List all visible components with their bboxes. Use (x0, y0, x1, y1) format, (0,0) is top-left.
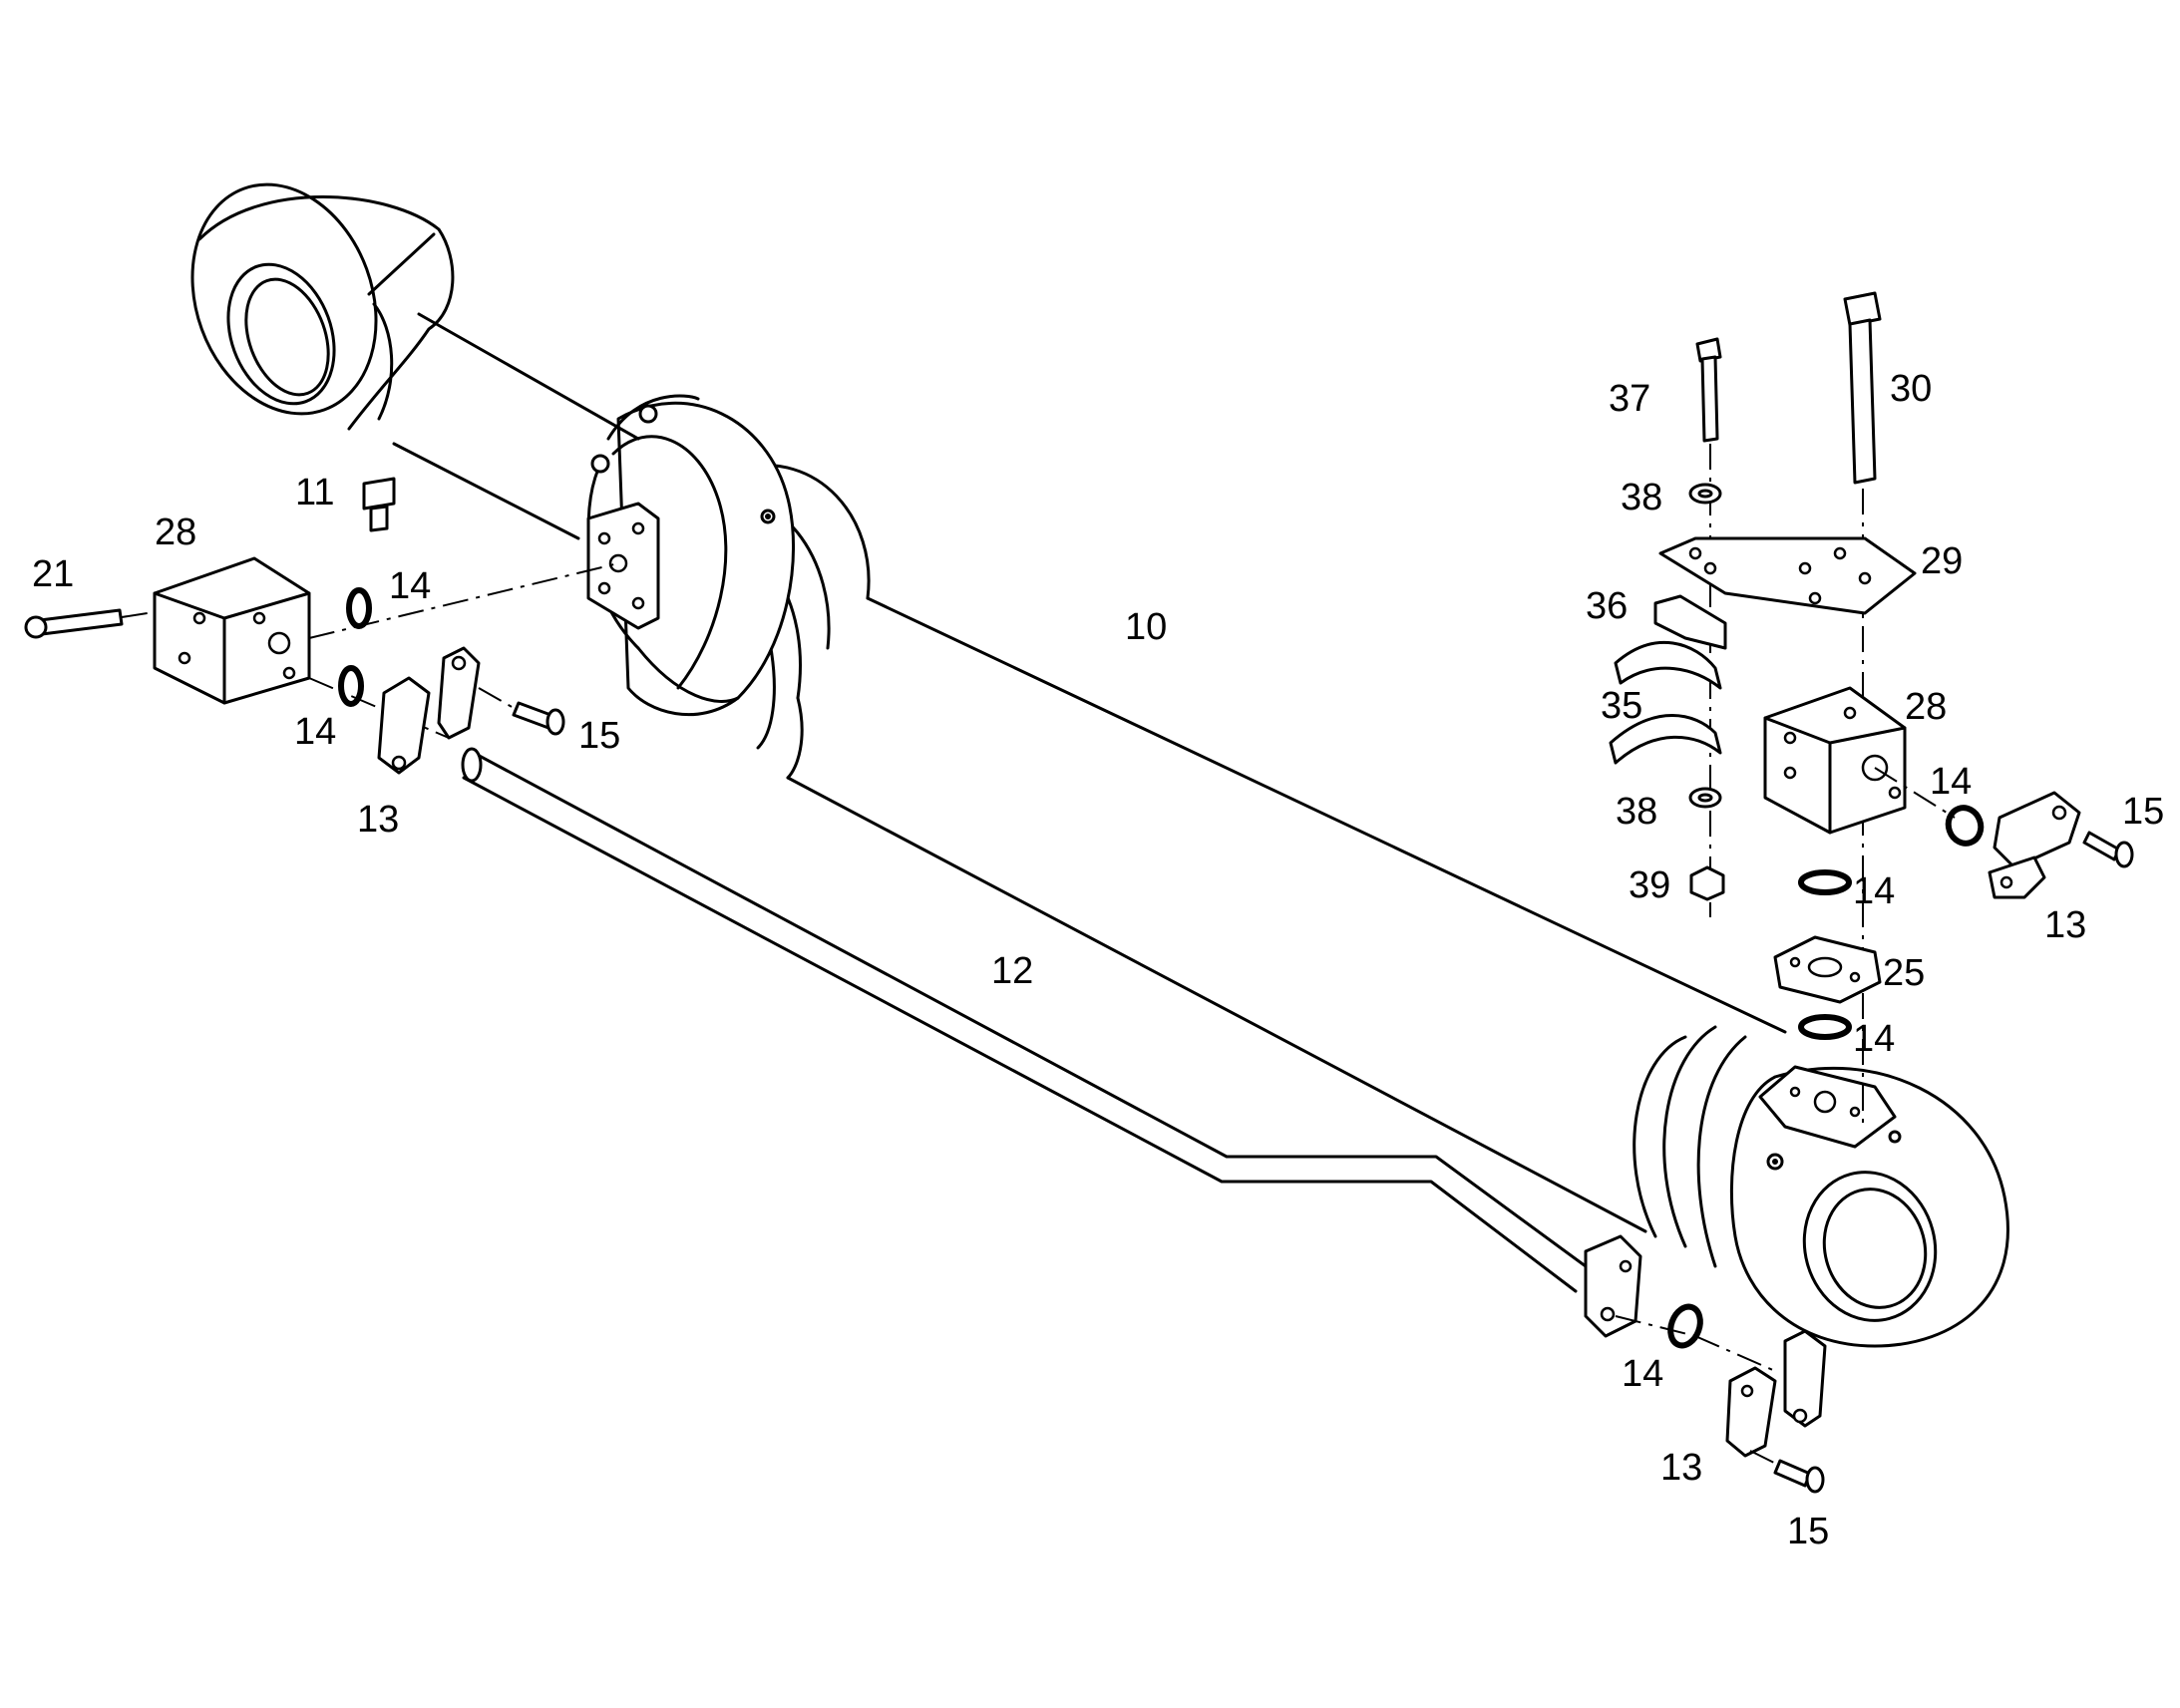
callout-15: 15 (1787, 1511, 1829, 1552)
callout-38: 38 (1616, 791, 1657, 833)
callout-13: 13 (357, 799, 399, 841)
hydraulic-pipe (461, 747, 1642, 1338)
callout-14: 14 (1853, 870, 1895, 912)
cylinder-base-end (1633, 1025, 2009, 1348)
callout-14: 14 (389, 565, 431, 607)
callout-14: 14 (1930, 761, 1972, 803)
callout-37: 37 (1609, 378, 1650, 420)
callout-13: 13 (2044, 904, 2086, 946)
callout-14: 14 (1622, 1353, 1663, 1395)
callout-39: 39 (1629, 864, 1670, 906)
right-exploded-stack (1609, 291, 2134, 1494)
left-exploded-parts (24, 477, 619, 775)
callout-labels: 10 11 12 13 13 13 14 14 14 14 14 14 15 1… (32, 368, 2164, 1552)
callout-15: 15 (578, 715, 620, 757)
callout-14: 14 (1853, 1018, 1895, 1060)
callout-29: 29 (1921, 540, 1963, 582)
callout-30: 30 (1890, 368, 1932, 410)
callout-14: 14 (294, 711, 336, 753)
callout-13: 13 (1660, 1447, 1702, 1489)
callout-25: 25 (1883, 952, 1925, 994)
callout-21: 21 (32, 553, 74, 595)
callout-28: 28 (155, 512, 196, 553)
callout-12: 12 (991, 950, 1033, 992)
callout-35: 35 (1601, 685, 1642, 727)
callout-15: 15 (2122, 791, 2164, 833)
callout-11: 11 (295, 472, 334, 513)
callout-10: 10 (1125, 606, 1167, 648)
callout-28: 28 (1905, 686, 1947, 728)
piston-rod (190, 182, 640, 540)
cylinder-barrel (586, 394, 1787, 1233)
callout-38: 38 (1621, 477, 1662, 518)
callout-36: 36 (1586, 585, 1628, 627)
